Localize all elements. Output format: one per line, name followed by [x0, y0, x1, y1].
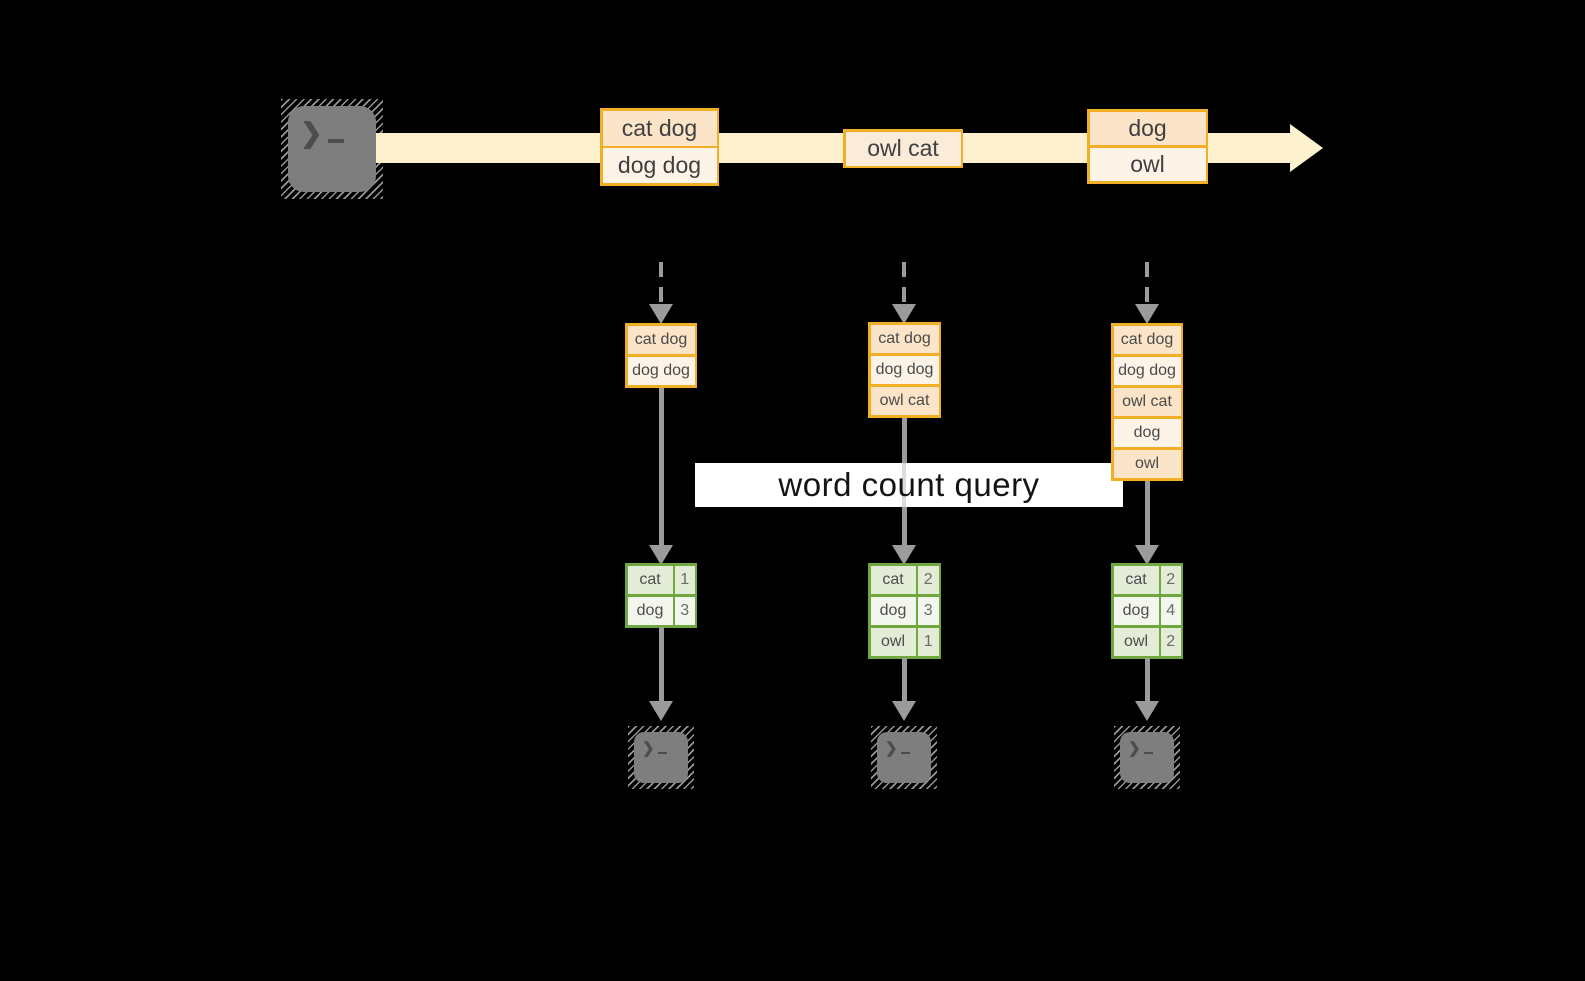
- result-word: cat: [1113, 565, 1159, 594]
- stream-arrowhead-icon: [1290, 124, 1323, 172]
- dashed-arrow-head-icon: [649, 304, 673, 324]
- query-banner-label: word count query: [778, 466, 1040, 503]
- input-row: cat dog: [870, 324, 939, 353]
- dashed-arrow-stem: [902, 262, 906, 304]
- result-word: owl: [1113, 627, 1159, 656]
- output-terminal-icon: ❯: [628, 726, 694, 789]
- batch-line: dog: [1089, 111, 1206, 145]
- prompt-cursor: [657, 751, 667, 754]
- input-table-3: cat dog dog dog owl cat dog owl: [1111, 323, 1183, 481]
- input-row: dog dog: [627, 356, 695, 385]
- result-count: 1: [918, 627, 939, 656]
- prompt-cursor: [327, 139, 344, 143]
- result-table-1: cat 1 dog 3: [625, 563, 697, 628]
- input-row: owl cat: [1113, 387, 1181, 416]
- prompt-chevron: ❯: [300, 118, 323, 148]
- result-row: cat 2: [870, 565, 939, 594]
- arrow-head-icon: [649, 701, 673, 721]
- prompt-chevron: ❯: [885, 740, 898, 757]
- result-word: cat: [627, 565, 673, 594]
- result-word: dog: [627, 596, 673, 625]
- result-word: dog: [1113, 596, 1159, 625]
- result-word: cat: [870, 565, 916, 594]
- input-row: dog: [1113, 418, 1181, 447]
- arrow-head-icon: [1135, 545, 1159, 565]
- result-row: owl 1: [870, 627, 939, 656]
- prompt-cursor: [900, 751, 910, 754]
- result-row: cat 1: [627, 565, 695, 594]
- arrow-head-icon: [892, 701, 916, 721]
- input-row: dog dog: [870, 355, 939, 384]
- result-table-3: cat 2 dog 4 owl 2: [1111, 563, 1183, 659]
- arrow-stem: [659, 627, 664, 701]
- output-terminal-icon: ❯: [871, 726, 937, 789]
- result-row: dog 3: [870, 596, 939, 625]
- prompt-chevron: ❯: [642, 740, 655, 757]
- arrow-stem: [902, 658, 907, 701]
- arrow-head-icon: [1135, 701, 1159, 721]
- input-row: owl cat: [870, 386, 939, 415]
- query-banner: word count query: [695, 463, 1123, 507]
- stream-batch-1: cat dog dog dog: [600, 108, 719, 186]
- stream-batch-3: dog owl: [1087, 109, 1208, 184]
- dashed-arrow-head-icon: [1135, 304, 1159, 324]
- result-word: owl: [870, 627, 916, 656]
- prompt-cursor: [1143, 751, 1153, 754]
- batch-line: dog dog: [602, 148, 717, 183]
- input-row: cat dog: [1113, 325, 1181, 354]
- arrow-stem: [1145, 479, 1150, 546]
- prompt-chevron: ❯: [1128, 740, 1141, 757]
- arrow-stem: [1145, 658, 1150, 701]
- result-count: 2: [1161, 627, 1181, 656]
- result-count: 2: [1161, 565, 1181, 594]
- result-row: dog 3: [627, 596, 695, 625]
- result-count: 2: [918, 565, 939, 594]
- input-table-1: cat dog dog dog: [625, 323, 697, 388]
- result-table-2: cat 2 dog 3 owl 1: [868, 563, 941, 659]
- result-row: dog 4: [1113, 596, 1181, 625]
- terminal-screen: ❯: [288, 106, 376, 192]
- result-count: 3: [918, 596, 939, 625]
- result-row: owl 2: [1113, 627, 1181, 656]
- input-row: dog dog: [1113, 356, 1181, 385]
- dashed-arrow-stem: [659, 262, 663, 304]
- terminal-prompt-icon: ❯: [300, 118, 344, 149]
- arrow-through-banner: [902, 463, 906, 507]
- input-row: owl: [1113, 449, 1181, 478]
- dashed-arrow-stem: [1145, 262, 1149, 304]
- stream-batch-2: owl cat: [843, 129, 963, 168]
- result-count: 1: [675, 565, 695, 594]
- arrow-head-icon: [892, 545, 916, 565]
- result-count: 4: [1161, 596, 1181, 625]
- batch-line: owl cat: [845, 131, 961, 166]
- batch-line: owl: [1089, 147, 1206, 181]
- output-terminal-icon: ❯: [1114, 726, 1180, 789]
- input-row: cat dog: [627, 325, 695, 354]
- input-table-2: cat dog dog dog owl cat: [868, 322, 941, 418]
- source-terminal-icon: ❯: [281, 99, 383, 199]
- arrow-stem: [659, 386, 664, 546]
- result-word: dog: [870, 596, 916, 625]
- batch-line: cat dog: [602, 110, 717, 146]
- arrow-head-icon: [649, 545, 673, 565]
- dashed-arrow-head-icon: [892, 304, 916, 324]
- result-count: 3: [675, 596, 695, 625]
- result-row: cat 2: [1113, 565, 1181, 594]
